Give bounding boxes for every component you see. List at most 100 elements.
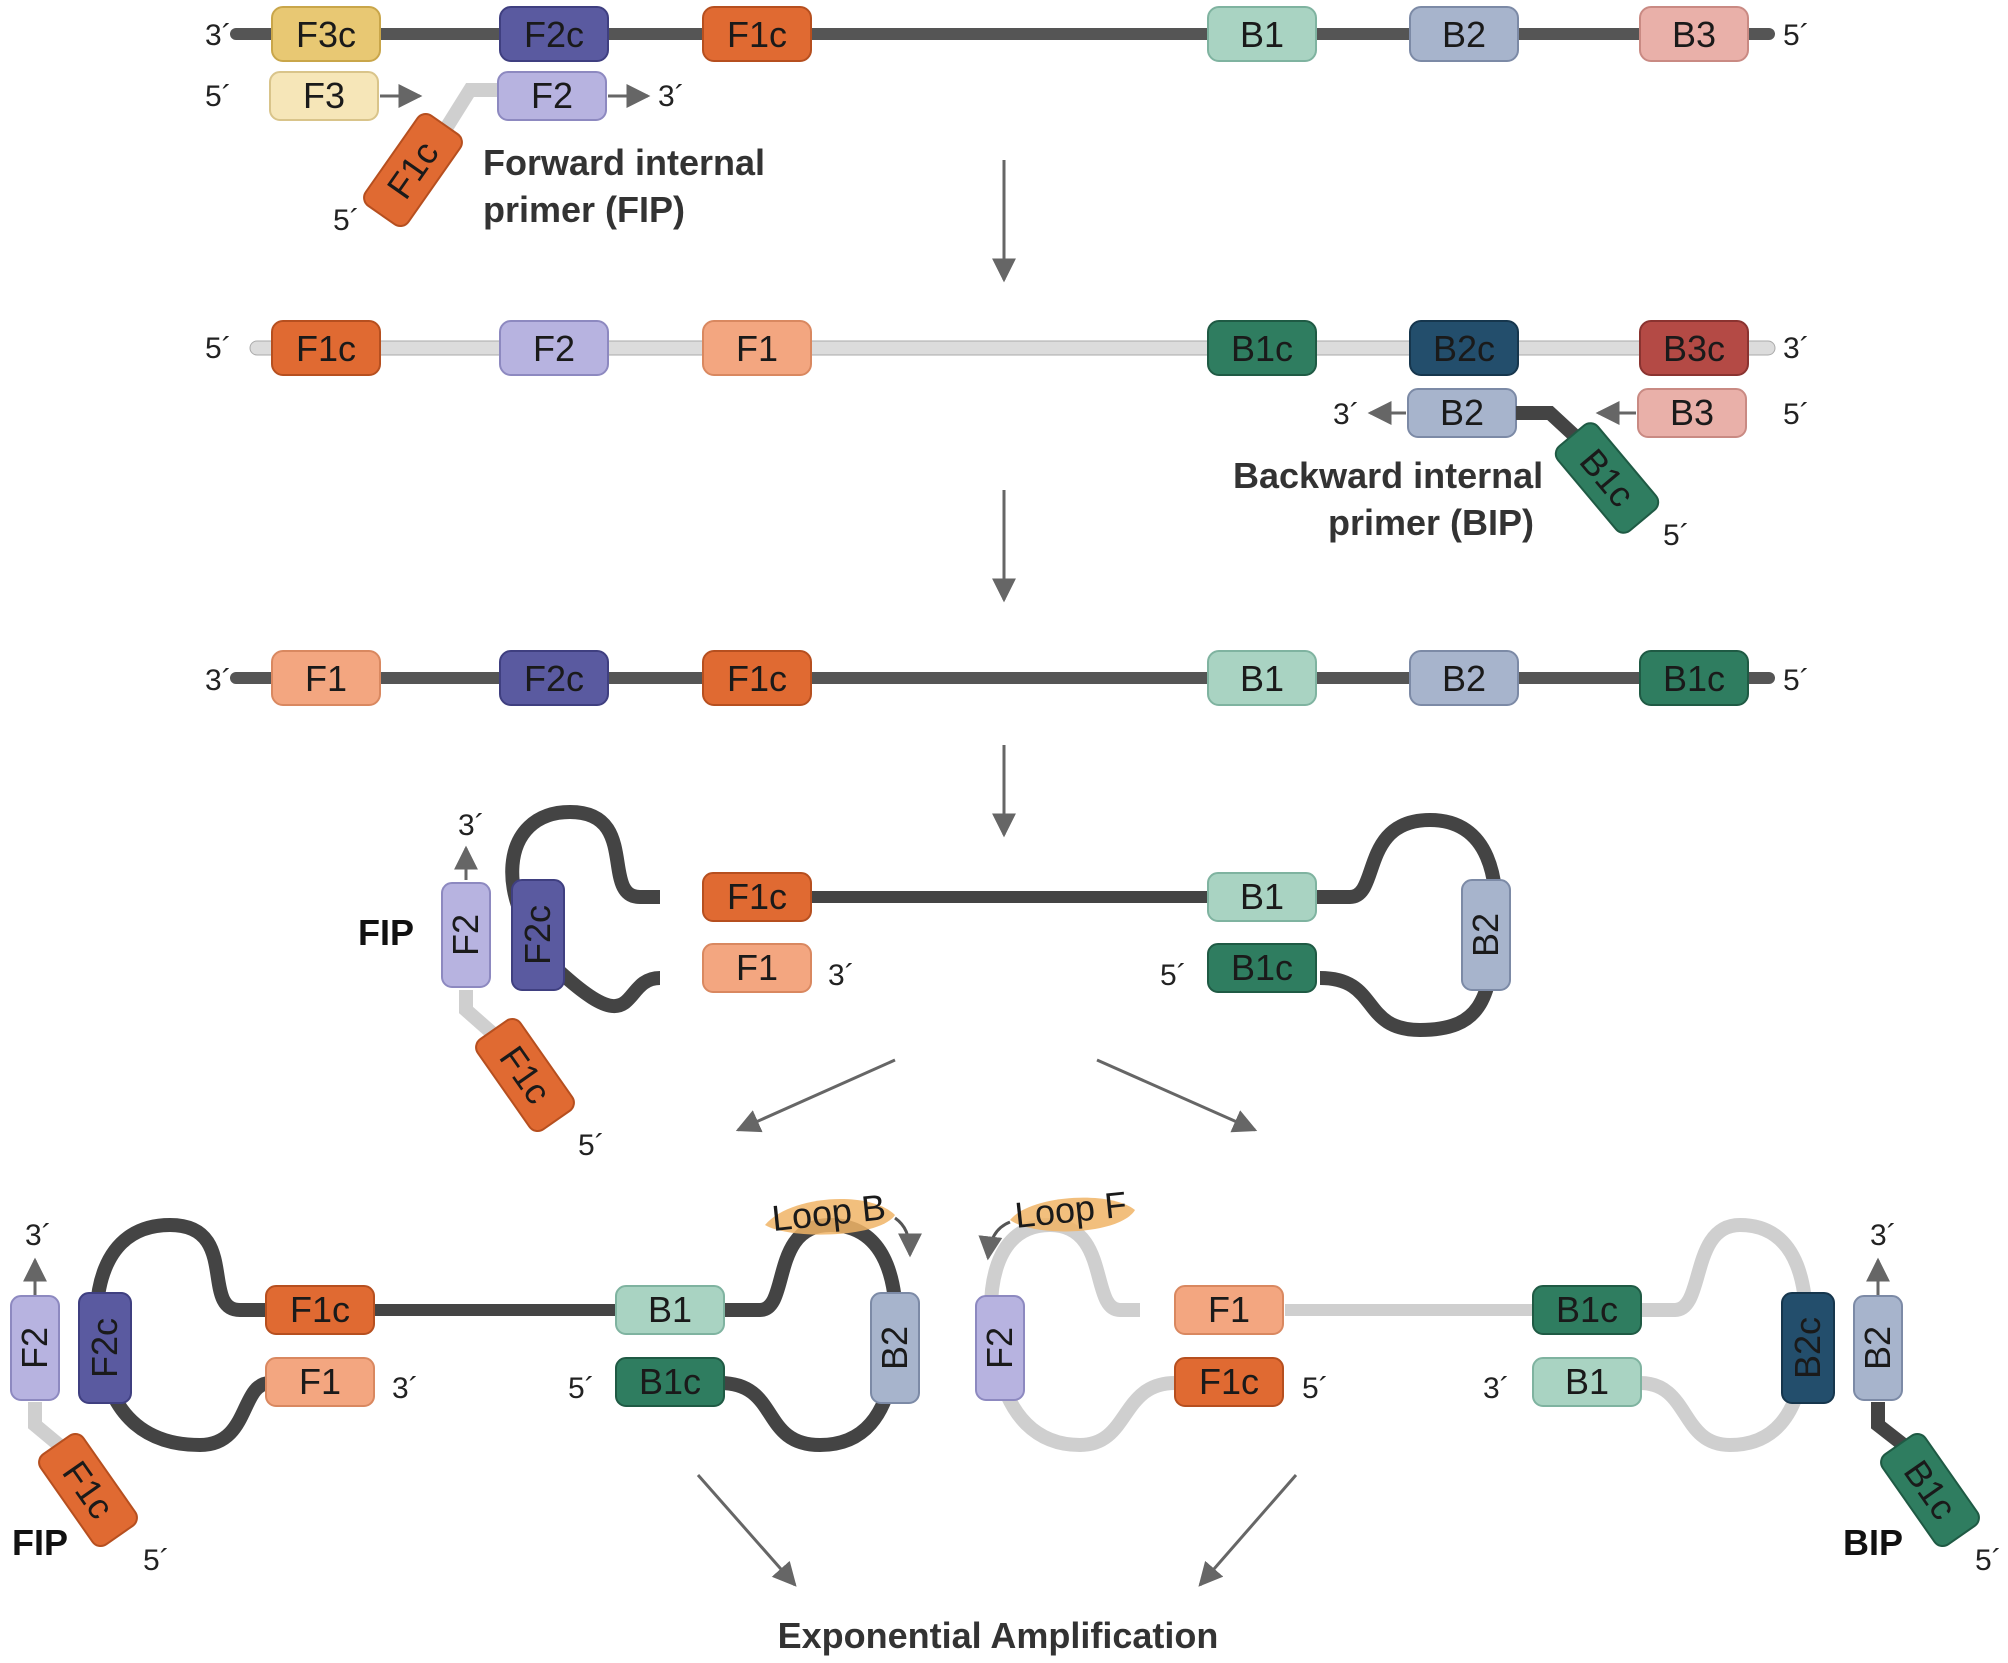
fip-f2-label: F2 (531, 75, 573, 116)
bl-b1-label: B1 (648, 1289, 692, 1330)
row-3-segment-f1 (271, 650, 381, 706)
row-2-strand-line (249, 340, 1776, 356)
dumbbell-f1c-label: F1c (727, 876, 787, 917)
row-1-segment-label-f3c: F3c (296, 14, 356, 55)
row-3-segment-label-f2c: F2c (524, 658, 584, 699)
row-3-segment-label-f1: F1 (305, 658, 347, 699)
row-2-segment-label-b2c: B2c (1433, 328, 1495, 369)
br-b2: B2 (1853, 1295, 1903, 1401)
row-3-segment-label-f1c: F1c (727, 658, 787, 699)
row-2-right-end: 3´ (1783, 332, 1810, 365)
dumbbell-f1c (702, 872, 812, 922)
dumbbell-f1 (702, 943, 812, 993)
dumbbell-f1-three-prime: 3´ (828, 959, 855, 992)
bl-f1c-label: F1c (290, 1289, 350, 1330)
row-1-segment-b2 (1409, 6, 1519, 62)
row-2-segment-label-f1: F1 (736, 328, 778, 369)
row-3-segment-label-b2: B2 (1442, 658, 1486, 699)
dumbbell-b1 (1207, 872, 1317, 922)
row-3-left-end: 3´ (205, 664, 232, 697)
dumbbell-fip-three-prime: 3´ (458, 809, 485, 842)
bl-b1c-label: B1c (639, 1361, 701, 1402)
row-2-segment-f1c (271, 320, 381, 376)
row-2-segment-b3c (1639, 320, 1749, 376)
bl-f1-three-prime: 3´ (392, 1372, 419, 1405)
bl-f2c: F2c (78, 1292, 132, 1404)
f3-primer: F3 5´ (205, 71, 423, 121)
f3-five-prime: 5´ (205, 80, 232, 113)
br-f2: F2 (975, 1295, 1025, 1401)
dumbbell-f2c: F2c (511, 879, 565, 991)
bottom-right-structure: F2 F1 F1c 5´ B1c B1 3´ B2c 3´ B2 B1c BIP… (975, 1183, 2002, 1577)
fip-three-prime: 3´ (658, 80, 685, 113)
row-2-segment-b1c (1207, 320, 1317, 376)
row-1-segment-label-b3: B3 (1672, 14, 1716, 55)
bl-b1 (615, 1285, 725, 1335)
dumbbell-left-loop-arc (553, 838, 650, 882)
br-f2-label: F2 (979, 1327, 1020, 1369)
exponential-amplification-label: Exponential Amplification (778, 1615, 1219, 1656)
row-2-left-end: 5´ (205, 332, 232, 365)
row-2-segment-label-b1c: B1c (1231, 328, 1293, 369)
row-3-segment-b1 (1207, 650, 1317, 706)
row-3-segment-b2 (1409, 650, 1519, 706)
br-tail-five-prime: 5´ (1975, 1544, 2002, 1577)
br-b1c (1532, 1285, 1642, 1335)
bl-f1 (265, 1357, 375, 1407)
row-3-segment-f1c (702, 650, 812, 706)
row-1-strand-line (230, 28, 1775, 40)
br-f1 (1174, 1285, 1284, 1335)
fip-f1c-tail: F1c (363, 112, 463, 228)
row-2-segment-label-b3c: B3c (1663, 328, 1725, 369)
loop-f-label: Loop F (1013, 1183, 1129, 1235)
row-3-segment-b1c (1639, 650, 1749, 706)
bl-f1-label: F1 (299, 1361, 341, 1402)
fip-five-prime: 5´ (333, 204, 360, 237)
row-1-segment-b1 (1207, 6, 1317, 62)
row-1-segment-b3 (1639, 6, 1749, 62)
row-1-segment-label-f2c: F2c (524, 14, 584, 55)
fip-f2-shape (497, 71, 607, 121)
merge-arrow-left (696, 1474, 797, 1587)
merge-arrow-right (1198, 1474, 1298, 1587)
dumbbell-fip-linker (459, 990, 505, 1046)
row-1-segment-label-f1c: F1c (727, 14, 787, 55)
br-b2-label: B2 (1857, 1326, 1898, 1370)
split-arrow-left (735, 1058, 896, 1133)
bl-f2: F2 (10, 1295, 60, 1401)
dumbbell-f1c-tail: F1c (475, 1017, 575, 1133)
row-1-segment-f3c (271, 6, 381, 62)
dumbbell-f2-label: F2 (445, 914, 486, 956)
row-1-segment-label-b1: B1 (1240, 14, 1284, 55)
row-3-right-end: 5´ (1783, 664, 1810, 697)
bip-five-prime: 5´ (1663, 519, 1690, 552)
dumbbell-left-loop (505, 804, 661, 1013)
dumbbell-b1c-label: B1c (1231, 947, 1293, 988)
br-bip-label: BIP (1843, 1522, 1903, 1563)
loop-b-primer: Loop B (765, 1186, 922, 1258)
bl-fip-label: FIP (12, 1522, 68, 1563)
row-1-segments: F3c F2c F1c B1 B2 B3 (271, 6, 1749, 62)
fip-caption-line-2: primer (FIP) (483, 189, 685, 230)
row-1-segment-label-b2: B2 (1442, 14, 1486, 55)
dumbbell-b1-label: B1 (1240, 876, 1284, 917)
row-3-segment-f2c (499, 650, 609, 706)
br-b1c-label: B1c (1556, 1289, 1618, 1330)
row-1-segment-f2c (499, 6, 609, 62)
row-2-segment-b2c (1409, 320, 1519, 376)
br-b1-three-prime: 3´ (1483, 1372, 1510, 1405)
row-3-strand-line (230, 672, 1775, 684)
bl-f2-label: F2 (14, 1327, 55, 1369)
bl-fip-linker (28, 1402, 70, 1456)
bl-f2c-label: F2c (84, 1318, 125, 1378)
dumbbell-f1-label: F1 (736, 947, 778, 988)
row-2-segment-f1 (702, 320, 812, 376)
bl-b1c (615, 1357, 725, 1407)
dumbbell-b1c-five-prime: 5´ (1160, 959, 1187, 992)
row-3-segment-label-b1: B1 (1240, 658, 1284, 699)
split-arrow-right (1096, 1058, 1258, 1133)
row-2-segment-label-f2: F2 (533, 328, 575, 369)
bl-b2-label: B2 (874, 1326, 915, 1370)
loop-f-shape (1010, 1197, 1135, 1232)
